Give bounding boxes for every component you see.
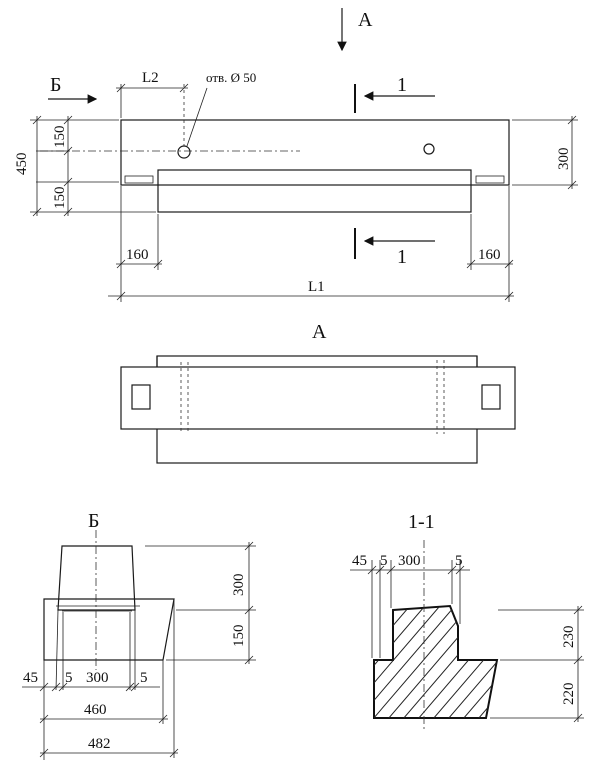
svg-text:300: 300 [86, 670, 109, 686]
svg-text:300: 300 [398, 553, 421, 569]
svg-text:160: 160 [126, 247, 149, 263]
svg-text:5: 5 [140, 670, 148, 686]
view-a-arrow: А [337, 8, 373, 52]
square-hole-left [131, 384, 151, 410]
svg-text:45: 45 [352, 553, 367, 569]
dim-right-300: 300 [512, 115, 578, 190]
front-elevation: отв. Ø 50 [40, 70, 510, 213]
svg-text:450: 450 [14, 153, 30, 176]
svg-text:300: 300 [556, 148, 572, 171]
section-label-bottom: 1 [397, 246, 407, 268]
svg-text:150: 150 [231, 625, 247, 648]
section-1-1: 1-1 45 5 300 5 [350, 511, 584, 730]
dim-bottom-horizontal: 160 160 L1 [108, 186, 514, 302]
svg-text:L2: L2 [142, 70, 159, 86]
plan-view-a: А [120, 321, 516, 464]
svg-text:150: 150 [52, 187, 68, 210]
beam-upper [120, 119, 510, 186]
view-b-arrow: Б [48, 74, 98, 104]
svg-text:5: 5 [65, 670, 73, 686]
section-label-top: 1 [397, 74, 407, 96]
svg-text:230: 230 [561, 626, 577, 649]
view-a-label: А [358, 9, 373, 31]
svg-text:45: 45 [23, 670, 38, 686]
dim-left-vertical: 450 150 150 [14, 115, 156, 217]
svg-text:5: 5 [380, 553, 388, 569]
svg-text:5: 5 [455, 553, 463, 569]
square-hole-right [481, 384, 501, 410]
view-b-title: Б [88, 510, 99, 532]
view-b-label: Б [50, 74, 61, 96]
svg-text:150: 150 [52, 126, 68, 149]
section-title: 1-1 [408, 511, 435, 533]
svg-text:160: 160 [478, 247, 501, 263]
hole-label: отв. Ø 50 [206, 70, 256, 85]
view-b: Б 300 150 45 5 300 5 [22, 510, 256, 760]
hole-left [177, 145, 191, 159]
view-b-lower [43, 598, 175, 661]
svg-text:220: 220 [561, 683, 577, 706]
view-b-upper [57, 545, 136, 611]
notch-right [475, 175, 505, 184]
section-cut-top: 1 [354, 74, 435, 113]
svg-text:482: 482 [88, 736, 111, 752]
hole-right [423, 143, 435, 155]
notch-left [124, 175, 154, 184]
beam-lower [157, 169, 472, 213]
dim-l2: L2 [116, 70, 189, 118]
svg-text:L1: L1 [308, 279, 325, 295]
svg-text:300: 300 [231, 574, 247, 597]
section-profile [373, 604, 499, 719]
svg-text:460: 460 [84, 702, 107, 718]
section-cut-bottom: 1 [354, 228, 435, 268]
view-a-title: А [312, 321, 327, 343]
